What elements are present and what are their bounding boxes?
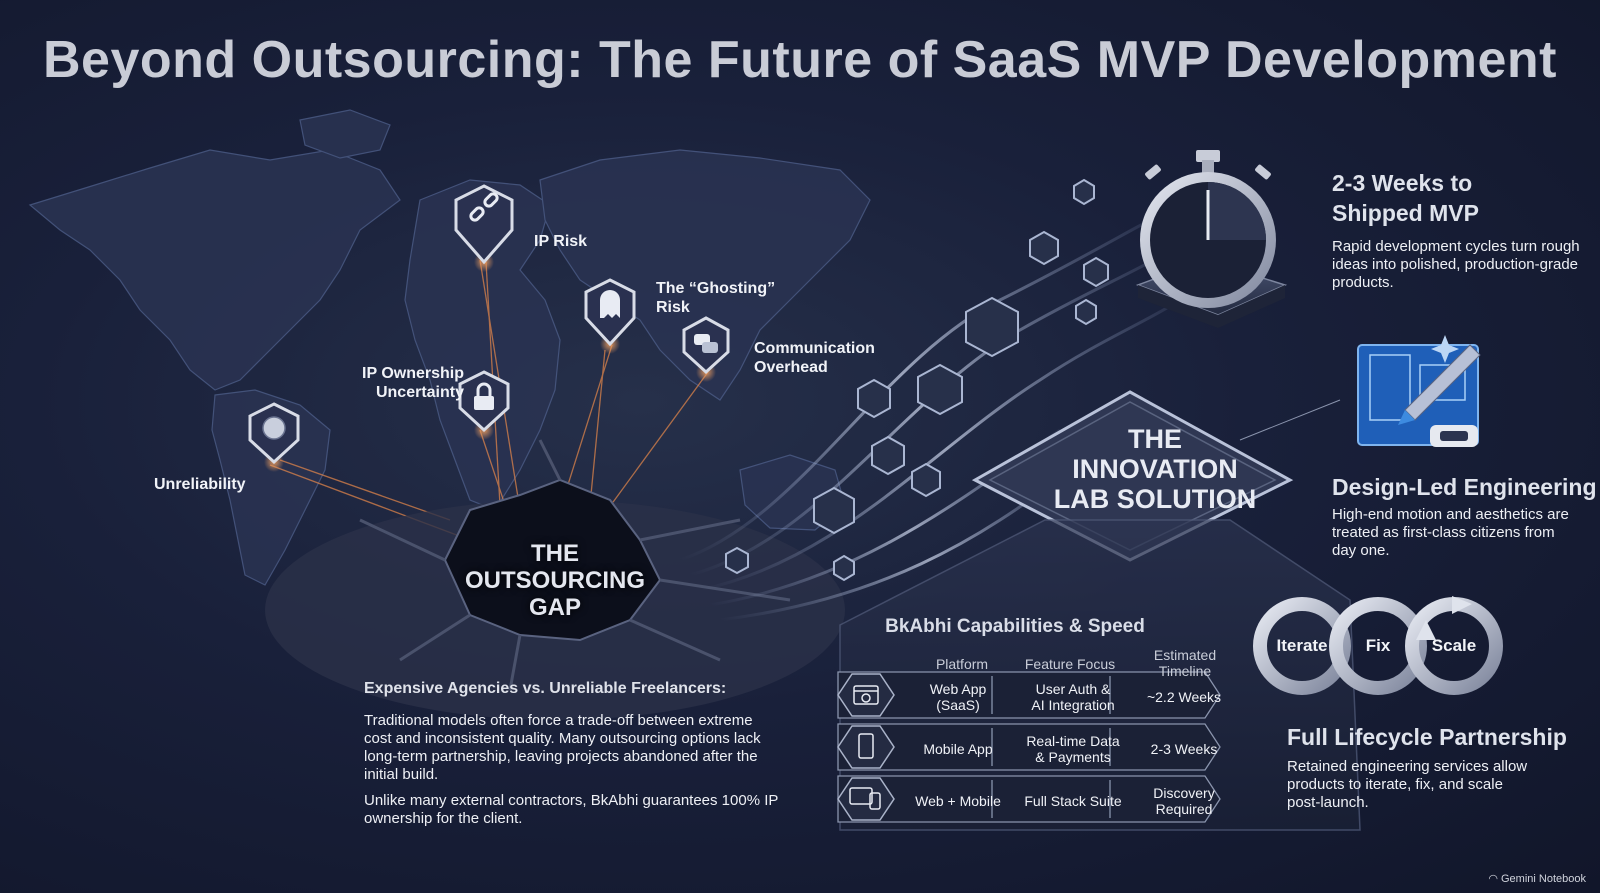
ghost-icon [600, 290, 620, 318]
gap-label-line2: OUTSOURCING [465, 567, 645, 594]
pin-label-communication-line2: Overhead [754, 359, 828, 376]
north-america-shape [28, 149, 401, 391]
blueprint-pen-icon [1239, 335, 1481, 447]
timeline-header-line1: Estimated [1153, 647, 1217, 663]
pin-label-ip-ownership-line2: Uncertainty [375, 384, 464, 401]
cell-focus-line2: AI Integration [1031, 697, 1115, 713]
table-row-rails [837, 671, 1221, 823]
speed-feature-title: 2-3 Weeks to Shipped MVP [1332, 168, 1479, 228]
cycle-word-fix: Fix [1365, 636, 1391, 655]
lab-label-line3: LAB SOLUTION [1053, 484, 1257, 514]
table-row: Mobile App Real-time Data& Payments 2-3 … [920, 726, 1220, 772]
broken-link-icon [469, 192, 499, 222]
cell-platform: Web + Mobile [902, 778, 1014, 824]
chat-bubbles-icon [694, 334, 718, 353]
cell-platform-line2: (SaaS) [936, 697, 980, 713]
table-row: Web App(SaaS) User Auth &AI Integration … [920, 674, 1221, 720]
pin-label-communication: Communication Overhead [754, 339, 875, 377]
brain-icon [262, 416, 286, 440]
padlock-icon [474, 382, 494, 410]
cell-feature-focus: Full Stack Suite [1016, 778, 1130, 824]
design-feature-title: Design-Led Engineering [1332, 474, 1597, 500]
cell-platform-line1: Web + Mobile [915, 793, 1001, 809]
pin-label-ip-ownership-line1: IP Ownership [362, 365, 464, 382]
speed-title-line1: 2-3 Weeks to [1332, 170, 1473, 196]
cell-focus-line1: Full Stack Suite [1024, 793, 1122, 809]
outsourcing-gap-text: Expensive Agencies vs. Unreliable Freela… [364, 680, 784, 836]
lab-label-line2: INNOVATION [1072, 454, 1238, 484]
column-header-feature-focus: Feature Focus [1024, 656, 1116, 672]
south-america-shape [211, 389, 331, 586]
pin-label-ghosting: The “Ghosting” Risk [656, 279, 775, 317]
innovation-lab-label: THE INNOVATION LAB SOLUTION [1030, 424, 1280, 514]
outsourcing-gap-label: THE OUTSOURCING GAP [450, 540, 660, 621]
cell-focus-line2: & Payments [1035, 749, 1111, 765]
cell-platform: Mobile App [902, 726, 1014, 772]
speed-title-line2: Shipped MVP [1332, 200, 1479, 226]
cell-timeline: 2-3 Weeks [1132, 726, 1236, 772]
design-feature-description: High-end motion and aesthetics are treat… [1332, 506, 1569, 559]
cell-timeline-line1: ~2.2 Weeks [1146, 689, 1222, 705]
lifecycle-feature-title: Full Lifecycle Partnership [1287, 724, 1567, 750]
browser-icon [853, 685, 879, 705]
brand-icon: ◠ [1488, 873, 1501, 885]
cell-timeline-line1: Discovery [1153, 785, 1215, 801]
page-title: Beyond Outsourcing: The Future of SaaS M… [42, 31, 1557, 89]
hexagon-particles [725, 178, 1109, 582]
table-row-icon-hexes [837, 673, 895, 821]
cell-timeline-line1: 2-3 Weeks [1150, 741, 1218, 757]
cell-timeline-line2: Required [1155, 801, 1213, 817]
outsourcing-gap-crack [265, 439, 845, 720]
pin-label-ghosting-line1: The “Ghosting” [656, 280, 776, 297]
devices-icon [849, 787, 881, 810]
pin-label-unreliability: Unreliability [154, 476, 246, 493]
pin-label-communication-line1: Communication [754, 340, 875, 357]
lab-label-line1: THE [1128, 424, 1182, 454]
gap-label-line3: GAP [528, 594, 581, 621]
cell-platform: Web App(SaaS) [902, 674, 1014, 720]
stopwatch-icon [1135, 150, 1288, 328]
gap-label-line1: THE [531, 540, 579, 567]
pin-label-ip-ownership: IP Ownership Uncertainty [340, 364, 464, 402]
cell-platform-line1: Mobile App [923, 741, 993, 757]
asia-shape [539, 149, 871, 401]
column-header-platform: Platform [935, 656, 989, 672]
pin-label-ghosting-line2: Risk [656, 299, 690, 316]
brand-text: Gemini Notebook [1501, 873, 1586, 885]
cell-feature-focus: User Auth &AI Integration [1016, 674, 1130, 720]
cycle-word-scale: Scale [1431, 636, 1477, 655]
cell-focus-line1: Real-time Data [1026, 733, 1120, 749]
gap-heading: Expensive Agencies vs. Unreliable Freela… [364, 680, 727, 697]
pin-label-ip-risk: IP Risk [534, 233, 588, 250]
cycle-word-iterate: Iterate [1276, 636, 1328, 655]
world-map [28, 109, 871, 586]
arrow-right-icon [1452, 596, 1472, 614]
brand-watermark: ◠ Gemini Notebook [1488, 872, 1586, 885]
cell-focus-line1: User Auth & [1035, 681, 1111, 697]
lifecycle-feature-description: Retained engineering services allow prod… [1287, 758, 1528, 811]
arrow-up-icon [1416, 620, 1436, 640]
phone-icon [858, 733, 874, 759]
cell-timeline: ~2.2 Weeks [1132, 674, 1236, 720]
gap-paragraph-1: Traditional models often force a trade-o… [364, 712, 761, 783]
cell-feature-focus: Real-time Data& Payments [1016, 726, 1130, 772]
greenland-shape [299, 109, 391, 159]
speed-feature-description: Rapid development cycles turn rough idea… [1332, 238, 1580, 291]
cell-platform-line1: Web App [929, 681, 987, 697]
pin-ip-risk [454, 184, 514, 265]
motion-streaks [679, 213, 1181, 622]
column-header-timeline: Estimated Timeline [1130, 647, 1240, 679]
timeline-header-line2: Timeline [1158, 663, 1212, 679]
gap-paragraph-2: Unlike many external contractors, BkAbhi… [364, 792, 779, 827]
table-title: BkAbhi Capabilities & Speed [885, 616, 1145, 637]
